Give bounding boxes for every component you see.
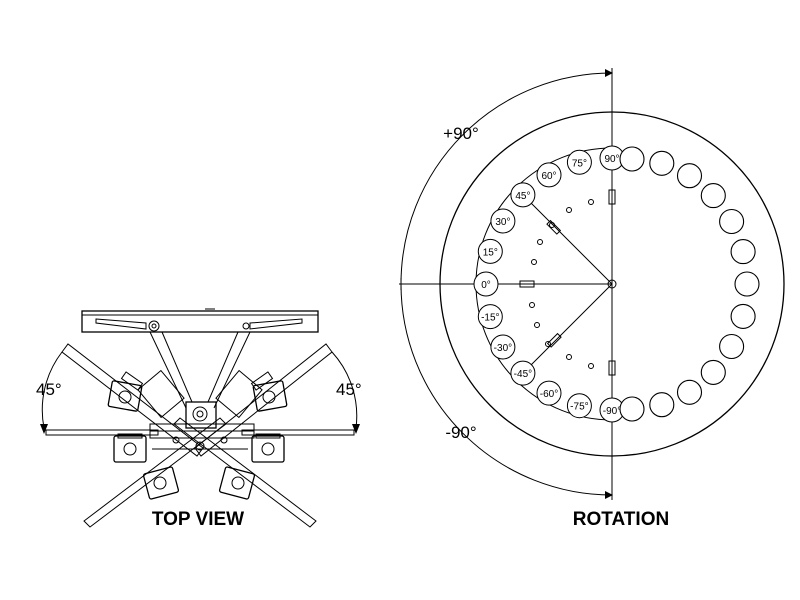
mounting-hole (700, 359, 726, 385)
mounting-hole (619, 146, 645, 172)
angle-label: 45° (510, 182, 536, 208)
fixture-lower-right (218, 466, 256, 500)
mounting-hole (649, 150, 675, 176)
central-hub (137, 369, 263, 451)
angle-label: -45° (510, 360, 536, 386)
angle-label-text: 0° (481, 280, 491, 291)
position-dots (529, 199, 594, 369)
angle-label: 60° (536, 162, 562, 188)
angle-label: 30° (490, 208, 516, 234)
mounting-hole (676, 379, 703, 405)
mounting-hole (700, 183, 726, 209)
mounting-hole-group (619, 146, 760, 422)
range-arrow-bottom (605, 491, 613, 499)
right-angle-dimension (331, 351, 360, 434)
angle-label-text: 60° (541, 171, 556, 182)
angle-label-text: 15° (483, 247, 498, 258)
mounting-hole (719, 208, 745, 235)
angle-label: 0° (473, 271, 499, 297)
angle-label-text: -75° (570, 402, 588, 413)
angle-label-text: -15° (481, 313, 499, 324)
mounting-hole (649, 392, 675, 418)
angle-label-text: -90° (603, 406, 621, 417)
angle-label-text: -45° (514, 369, 532, 380)
fixture-right (251, 433, 285, 463)
fixture-lower-left (142, 466, 180, 500)
plus-90-label: +90° (443, 124, 479, 143)
rotation-drawing: 90° 75° 60° 45° 30° 15° 0° -15° -30° -45° -60° -75°… (399, 68, 785, 530)
angle-label-text: 30° (495, 217, 510, 228)
fixture-upper-right (250, 371, 288, 412)
fixture-upper-left (107, 371, 144, 412)
angle-label-group: 90° 75° 60° 45° 30° 15° 0° -15° -30° -45° -60° -75°… (473, 145, 625, 423)
mounting-hole (730, 239, 756, 265)
arm-lines (519, 189, 616, 376)
angle-label: -75° (566, 393, 592, 419)
angle-label-text: -60° (540, 389, 558, 400)
right-angle-label: 45° (336, 380, 362, 399)
angle-label: 15° (477, 238, 503, 264)
angle-label-text: 45° (515, 191, 530, 202)
angle-label: 75° (566, 149, 592, 175)
angle-label-text: 75° (572, 158, 587, 169)
angle-label-text: -30° (494, 343, 512, 354)
mounting-hole (734, 271, 760, 297)
left-angle-label: 45° (36, 380, 62, 399)
mounting-hole (730, 303, 756, 329)
mounting-hole (719, 333, 745, 360)
top-view-drawing: 45° 45° TOP VIEW (36, 308, 362, 530)
angle-label-text: 90° (604, 154, 619, 165)
mounting-plate (81, 308, 319, 333)
rotation-title: ROTATION (573, 509, 669, 530)
diagonal-arms (61, 343, 333, 528)
minus-90-label: -90° (445, 423, 476, 442)
left-angle-dimension (40, 351, 63, 434)
angle-label: -30° (490, 334, 516, 360)
mounting-hole (676, 163, 703, 189)
fixture-left (113, 433, 147, 463)
range-arrow-top (605, 69, 613, 77)
mounting-hole (619, 396, 645, 422)
angle-label: -60° (536, 380, 562, 406)
horizontal-arms (45, 429, 355, 436)
pivot-point (607, 279, 617, 289)
top-view-title: TOP VIEW (152, 509, 244, 530)
support-struts (149, 331, 251, 409)
angle-label: -15° (477, 304, 503, 330)
